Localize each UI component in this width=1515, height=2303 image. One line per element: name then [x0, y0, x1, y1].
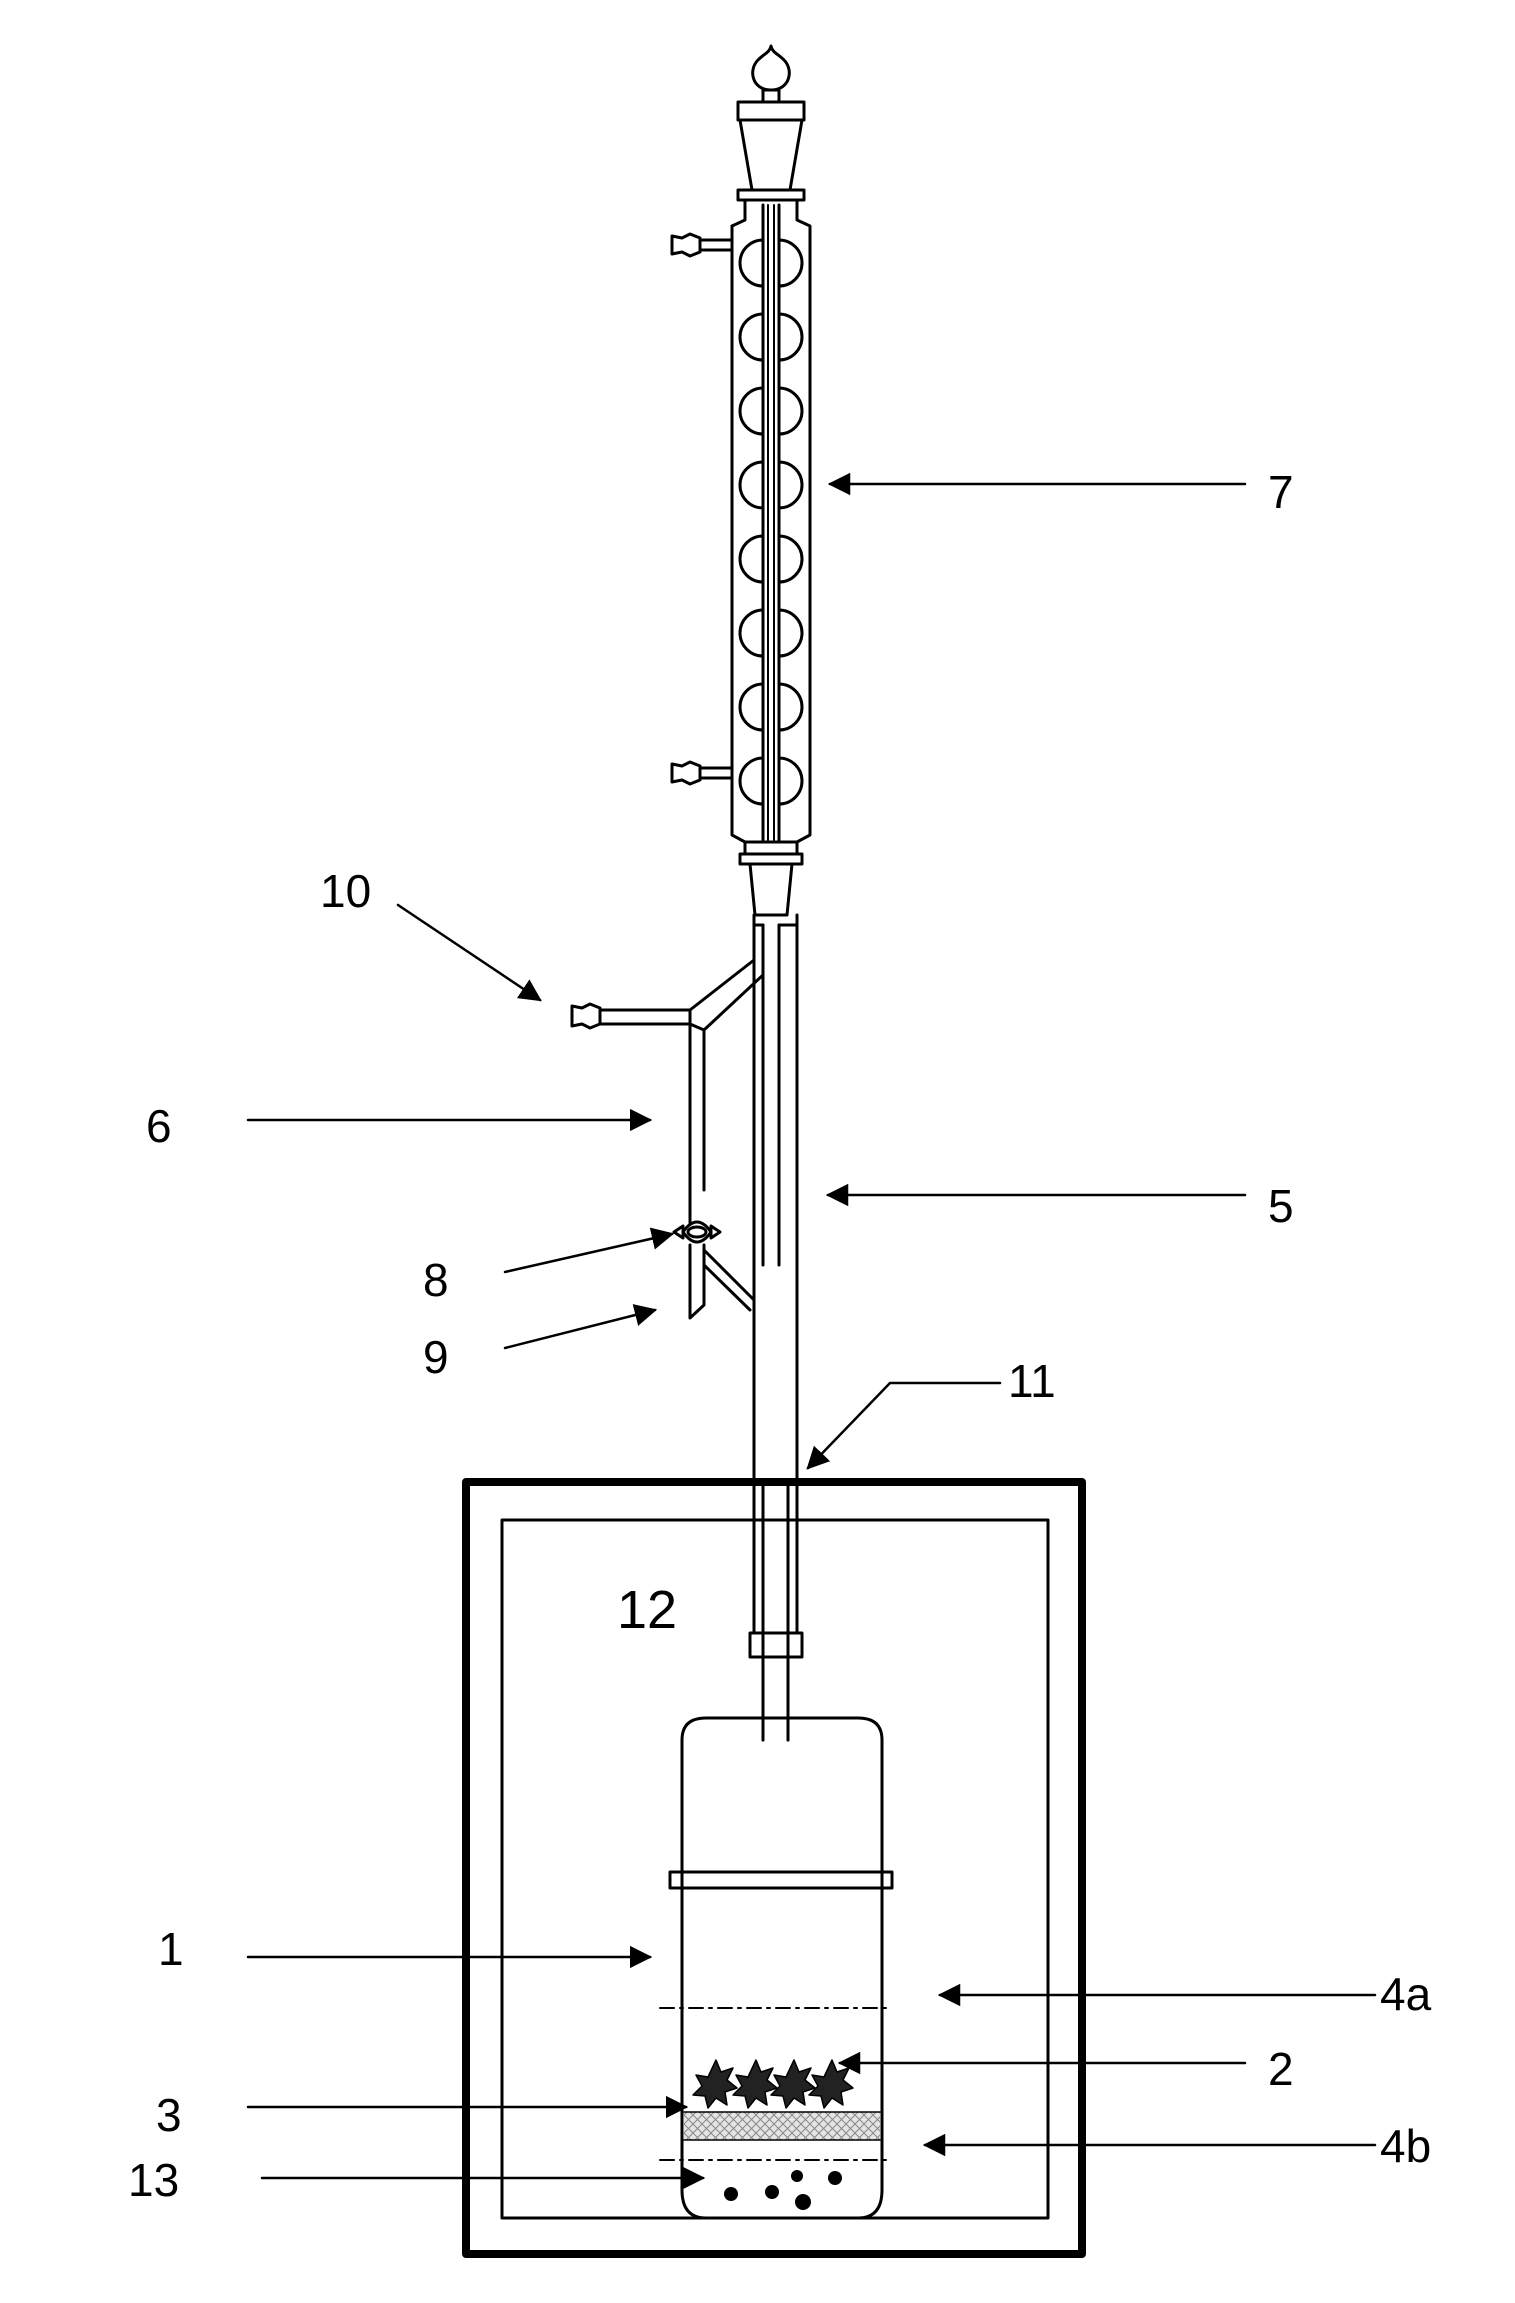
label-1: 1	[158, 1923, 184, 1975]
label-9: 9	[423, 1331, 449, 1383]
extractor-body	[572, 915, 797, 1480]
arrow-8	[505, 1234, 672, 1272]
filter-layer	[684, 2112, 880, 2140]
label-4a: 4a	[1380, 1968, 1432, 2020]
plant-material	[693, 2060, 853, 2108]
label-10: 10	[320, 865, 371, 917]
label-12: 12	[617, 1580, 677, 1640]
arrow-11	[808, 1383, 1000, 1468]
boiling-stones	[724, 2170, 842, 2210]
arrow-10	[398, 905, 540, 1000]
label-4b: 4b	[1380, 2120, 1431, 2172]
arrow-9	[505, 1310, 655, 1348]
label-5: 5	[1268, 1180, 1294, 1232]
label-2: 2	[1268, 2043, 1294, 2095]
reflux-condenser	[672, 190, 810, 915]
label-3: 3	[156, 2089, 182, 2141]
label-11: 11	[1008, 1355, 1056, 1407]
stopper	[738, 46, 804, 190]
label-7: 7	[1268, 466, 1294, 518]
extraction-vessel	[660, 1718, 892, 2218]
label-6: 6	[146, 1100, 172, 1152]
label-8: 8	[423, 1254, 449, 1306]
label-13: 13	[128, 2154, 179, 2206]
